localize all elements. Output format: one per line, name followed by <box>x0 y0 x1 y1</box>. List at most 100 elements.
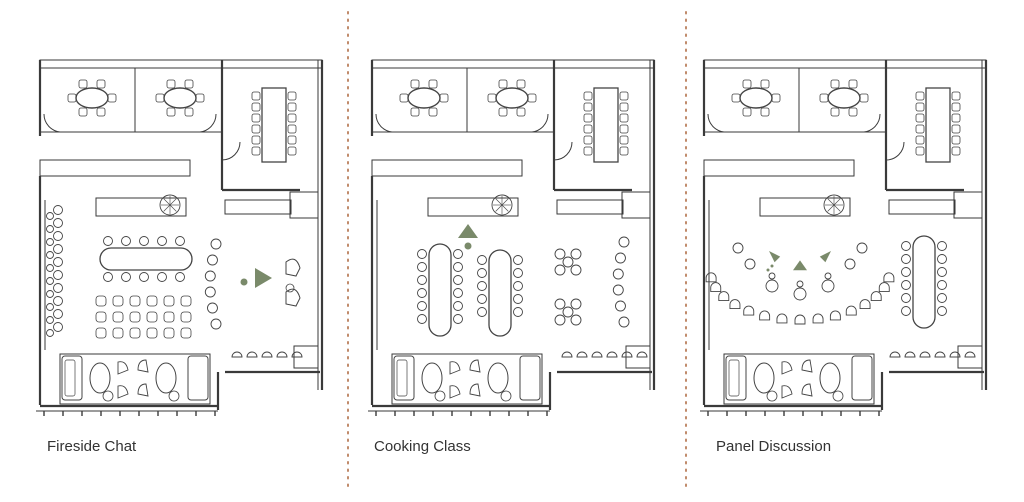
theatre-chair <box>129 295 141 307</box>
coffee-table <box>819 362 841 394</box>
chair <box>53 205 63 215</box>
chair <box>121 272 131 282</box>
theatre-chair <box>95 295 107 307</box>
round-table <box>562 256 574 268</box>
chair <box>937 254 947 264</box>
theatre-chair <box>180 295 192 307</box>
oval-table <box>495 87 529 109</box>
instructor-dot <box>464 242 472 250</box>
stool <box>261 351 273 358</box>
kitchen-island <box>95 197 187 217</box>
sofa-cushion <box>728 359 740 397</box>
stool <box>964 351 976 358</box>
side-table <box>766 390 778 402</box>
armchair <box>801 359 813 373</box>
chair <box>207 254 218 266</box>
furniture-arrangement <box>46 205 303 358</box>
chair <box>166 107 176 117</box>
chair <box>821 279 835 293</box>
chair <box>554 314 566 326</box>
leaf <box>833 198 841 206</box>
chair <box>619 91 629 101</box>
kitchen-counter <box>371 159 523 177</box>
meeting-rooms <box>39 67 223 133</box>
long-table <box>488 249 512 337</box>
door-swing <box>885 141 905 161</box>
chair <box>619 135 629 145</box>
chair <box>287 135 297 145</box>
chair <box>765 279 779 293</box>
chair <box>937 241 947 251</box>
chair <box>583 91 593 101</box>
walls <box>368 59 656 416</box>
top-wall <box>703 59 987 69</box>
coffee-table <box>753 362 775 394</box>
chair <box>53 296 63 306</box>
chair <box>53 231 63 241</box>
armchair <box>117 361 129 375</box>
stool <box>561 351 573 358</box>
chair <box>901 280 911 290</box>
chair <box>477 307 487 317</box>
chair <box>477 294 487 304</box>
plant <box>491 194 513 216</box>
oval-meeting-table-set <box>731 79 781 117</box>
side-table <box>434 390 446 402</box>
chair <box>844 258 856 270</box>
boardroom-table <box>593 87 619 163</box>
chair <box>856 242 868 254</box>
chair <box>417 288 427 298</box>
side-table <box>500 390 512 402</box>
furniture-arrangement <box>417 224 648 358</box>
chair <box>937 280 947 290</box>
chair <box>251 146 261 156</box>
chair <box>731 93 741 103</box>
armchair <box>285 258 301 277</box>
chair <box>417 262 427 272</box>
chair <box>78 79 88 89</box>
caption-panel-discussion: Panel Discussion <box>716 438 832 455</box>
chair <box>204 286 216 298</box>
plant <box>159 194 181 216</box>
chair <box>901 293 911 303</box>
meeting-rooms <box>371 67 555 133</box>
chair <box>184 107 194 117</box>
long-table-set <box>417 243 463 337</box>
stool <box>636 351 648 358</box>
chair <box>428 79 438 89</box>
chair <box>513 307 523 317</box>
kitchen-island <box>759 197 851 217</box>
chair <box>615 300 626 312</box>
stool <box>276 351 288 358</box>
coffee-table <box>421 362 443 394</box>
round-table <box>562 306 574 318</box>
audience-chair <box>743 305 755 316</box>
chair <box>901 306 911 316</box>
chair <box>453 288 463 298</box>
long-table <box>99 247 193 271</box>
chair <box>516 107 526 117</box>
chair <box>513 294 523 304</box>
chair <box>583 135 593 145</box>
chair <box>107 93 117 103</box>
chair <box>417 275 427 285</box>
stool <box>949 351 961 358</box>
chair <box>251 102 261 112</box>
chair <box>53 283 63 293</box>
boardroom-table-set <box>583 87 629 163</box>
chair <box>453 314 463 324</box>
chair <box>46 225 54 233</box>
stool <box>576 351 588 358</box>
chair <box>937 293 947 303</box>
chair <box>428 107 438 117</box>
chair <box>583 146 593 156</box>
chair <box>570 264 582 276</box>
kitchen-counter <box>39 159 191 177</box>
counter <box>888 199 956 215</box>
chair <box>819 93 829 103</box>
side-table <box>102 390 114 402</box>
counter <box>224 199 292 215</box>
long-table-set <box>901 235 947 329</box>
oval-table <box>75 87 109 109</box>
lounge-area <box>391 353 543 405</box>
